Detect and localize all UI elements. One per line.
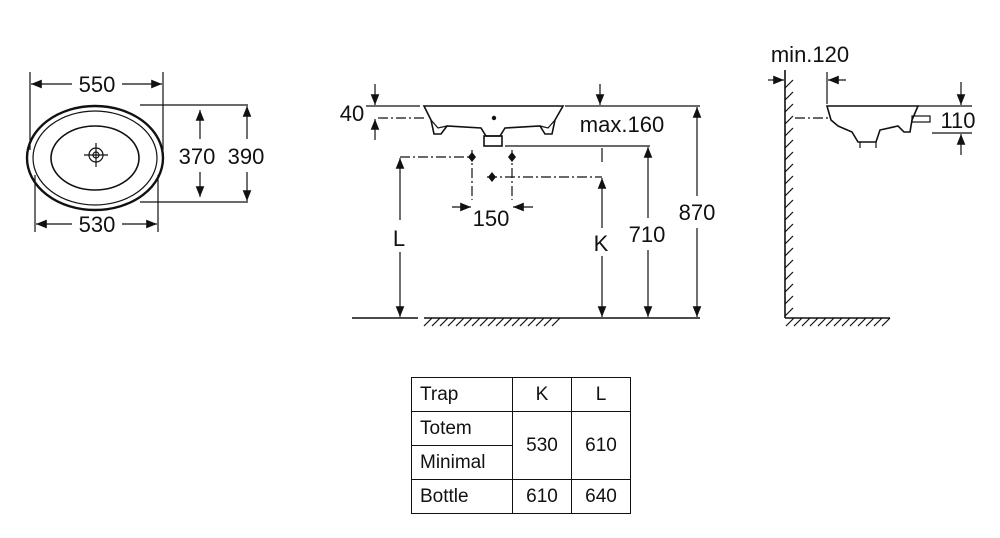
basin-bowl bbox=[50, 125, 140, 191]
top-view: 550 530 370 390 bbox=[25, 72, 265, 237]
wall-hatching bbox=[784, 79, 794, 317]
table-header-row: Trap K L bbox=[411, 377, 631, 412]
table-cell-trap: Minimal bbox=[411, 445, 513, 480]
dim-max160-label: max.160 bbox=[580, 112, 664, 137]
table-cell-k: 610 bbox=[512, 479, 572, 514]
table-header-l: L bbox=[571, 377, 631, 412]
floor-hatching bbox=[423, 317, 561, 327]
side-view: min.120 110 bbox=[768, 42, 976, 327]
table-row: Minimal bbox=[411, 445, 631, 480]
dim-550-label: 550 bbox=[79, 72, 116, 97]
tap-hole-marker bbox=[468, 152, 516, 182]
basin-profile-side bbox=[825, 105, 920, 143]
dim-710-label: 710 bbox=[629, 222, 666, 247]
table-cell-l: 610 bbox=[571, 411, 631, 480]
dim-390-label: 390 bbox=[228, 144, 265, 169]
dim-min120-label: min.120 bbox=[771, 42, 849, 67]
front-view: 40 max.160 150 L K 710 bbox=[340, 84, 716, 327]
basin-profile bbox=[422, 105, 565, 137]
drain-icon bbox=[84, 143, 108, 167]
basin-rim-inner-edge bbox=[32, 110, 158, 206]
dim-150-label: 150 bbox=[473, 206, 510, 231]
dim-870-label: 870 bbox=[679, 200, 716, 225]
table-cell-l: 640 bbox=[571, 479, 631, 514]
dim-L-label: L bbox=[393, 226, 405, 251]
table-cell-k: 530 bbox=[512, 411, 572, 480]
dim-370-label: 370 bbox=[179, 144, 216, 169]
dim-530-label: 530 bbox=[79, 212, 116, 237]
dim-110-label: 110 bbox=[940, 108, 975, 133]
overflow-hole bbox=[491, 115, 497, 121]
overflow-pipe bbox=[911, 115, 931, 123]
dim-K-label: K bbox=[594, 231, 609, 256]
floor-hatching bbox=[785, 317, 891, 327]
drain-outlet bbox=[483, 135, 503, 147]
table-row: Bottle 610 640 bbox=[411, 479, 631, 514]
table-header-k: K bbox=[512, 377, 572, 412]
basin-inner-wall bbox=[539, 119, 556, 129]
basin-outer-rim bbox=[25, 104, 165, 212]
table-cell-trap: Totem bbox=[411, 411, 513, 446]
basin-inner-wall bbox=[430, 119, 448, 129]
trap-dimension-table: Trap K L Totem 530 610 Minimal Bottle 61… bbox=[411, 377, 631, 514]
table-cell-trap: Bottle bbox=[411, 479, 513, 514]
table-row: Totem 530 610 bbox=[411, 411, 631, 480]
table-header-trap: Trap bbox=[411, 377, 513, 412]
dim-40-label: 40 bbox=[340, 101, 364, 126]
